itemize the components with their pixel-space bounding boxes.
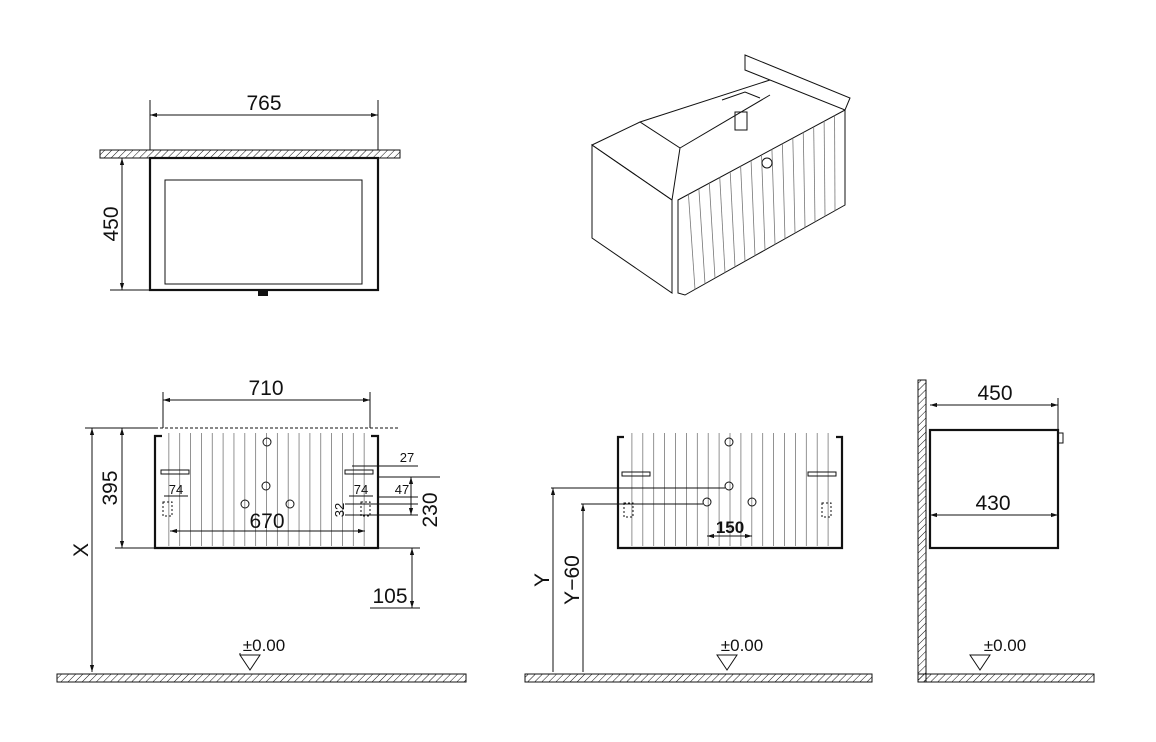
plan-view: 765 450 xyxy=(99,92,401,296)
drawer-front xyxy=(677,109,846,296)
floor xyxy=(524,673,873,683)
flute-line xyxy=(813,126,816,222)
side-view: 450 430 ±0.00 xyxy=(917,379,1095,683)
bracket-74-left-label: 74 xyxy=(169,482,183,497)
bracket-32-label: 32 xyxy=(332,503,347,517)
width-710-label: 710 xyxy=(248,377,283,400)
flute-line xyxy=(792,138,796,234)
drawer-knob xyxy=(761,157,773,169)
flute-line xyxy=(729,171,736,267)
bracket-74-right-label: 74 xyxy=(354,482,368,497)
bracket-left xyxy=(160,469,190,475)
pipe-spacing-150-label: 150 xyxy=(716,518,744,537)
height-395-label: 395 xyxy=(99,470,122,505)
cabinet-top-left xyxy=(591,121,681,201)
level-marker-icon xyxy=(716,654,738,671)
front-view-left: 710 395 X 670 74 74 27 47 32 230 105 ±0.… xyxy=(56,377,467,683)
wall-bracket xyxy=(734,111,748,131)
floor-level-label: ±0.00 xyxy=(243,636,285,655)
flute-line xyxy=(750,160,756,256)
level-marker-icon xyxy=(969,654,991,671)
flute-line xyxy=(802,132,806,228)
front-view-middle: Y Y−60 150 ±0.00 xyxy=(524,433,873,683)
cabinet-outline xyxy=(616,435,844,550)
mount-height-label: X xyxy=(70,543,93,557)
flute-line xyxy=(771,149,776,245)
plan-depth-label: 450 xyxy=(100,206,123,241)
flute-line xyxy=(823,121,826,217)
flute-line xyxy=(708,183,716,279)
y-minus-60-label: Y−60 xyxy=(561,555,584,605)
drain-hole xyxy=(262,437,272,447)
offset-47-label: 47 xyxy=(395,482,409,497)
isometric-view xyxy=(591,54,851,296)
flute-line xyxy=(698,188,706,284)
cabinet-outline xyxy=(148,156,380,292)
floor-level-label: ±0.00 xyxy=(984,636,1026,655)
floor xyxy=(917,673,1095,683)
side-depth-430-label: 430 xyxy=(975,492,1010,515)
flute-line xyxy=(740,166,746,262)
drawer-outline xyxy=(164,179,363,285)
drawer-flutes xyxy=(168,433,365,546)
y-label: Y xyxy=(531,573,554,587)
cabinet-outline xyxy=(153,434,380,550)
cabinet-side xyxy=(591,144,673,294)
wall xyxy=(917,379,927,683)
bracket-right xyxy=(344,469,374,475)
side-depth-450-label: 450 xyxy=(977,382,1012,405)
hole-spacing-670-label: 670 xyxy=(249,510,284,533)
drawer-flutes xyxy=(631,433,829,546)
offset-105-label: 105 xyxy=(372,585,407,608)
flute-line xyxy=(761,154,766,251)
level-marker-icon xyxy=(239,653,261,671)
offset-27-label: 27 xyxy=(400,450,414,465)
drawer-flutes xyxy=(688,115,836,290)
drain-outlet xyxy=(258,290,268,296)
countertop xyxy=(99,149,401,159)
floor xyxy=(56,673,467,683)
cabinet-outline xyxy=(928,428,1060,550)
plan-width-label: 765 xyxy=(246,92,281,115)
floor-level-label: ±0.00 xyxy=(721,636,763,655)
height-230-label: 230 xyxy=(419,492,442,527)
flute-line xyxy=(781,143,786,239)
flute-line xyxy=(688,194,696,290)
flute-line xyxy=(719,177,726,273)
